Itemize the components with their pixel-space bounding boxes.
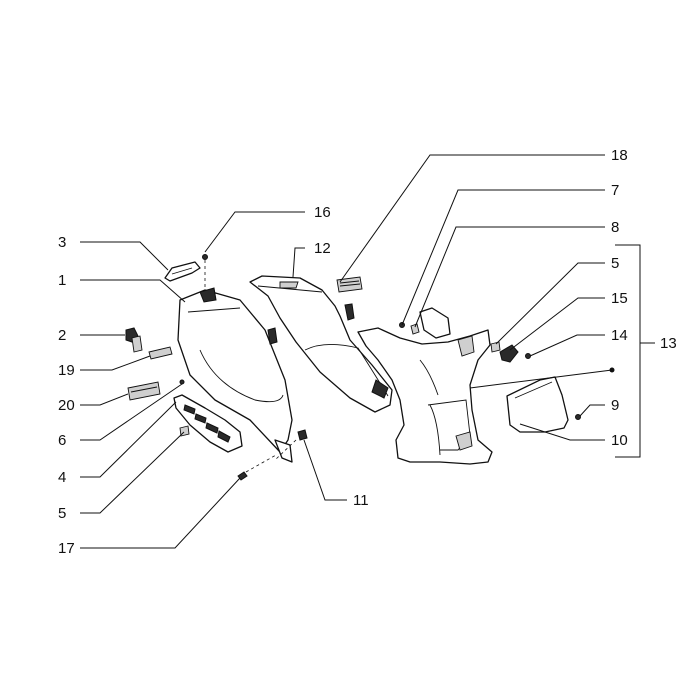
part-8-clip (410, 323, 420, 335)
callout-19: 19 (58, 362, 75, 379)
callout-4: 4 (58, 469, 66, 486)
callout-5-right: 5 (611, 255, 619, 272)
part-11-clip (274, 429, 308, 461)
callout-labels: 18 7 8 16 12 3 5 1 15 14 13 2 19 20 6 9 … (58, 147, 677, 557)
callout-14: 14 (611, 327, 628, 344)
callout-2: 2 (58, 327, 66, 344)
part-14-nut (525, 353, 531, 359)
part-20-plate (127, 381, 161, 401)
part-18-label (336, 276, 363, 293)
part-19-label (148, 346, 173, 360)
part-12-rear-inner-panel (249, 275, 393, 413)
part-5-clip-right (490, 341, 501, 353)
callout-15: 15 (611, 290, 628, 307)
callout-16: 16 (314, 204, 331, 221)
part-3-top-cover (164, 261, 201, 282)
part-4-vent-grille (173, 394, 243, 453)
callout-10: 10 (611, 432, 628, 449)
part-9-screw (575, 414, 581, 420)
part-2-latch (125, 327, 143, 353)
leader-lines (80, 154, 655, 549)
callout-12: 12 (314, 240, 331, 257)
callout-18: 18 (611, 147, 628, 164)
callout-17: 17 (58, 540, 75, 557)
callout-13: 13 (660, 335, 677, 352)
callout-9: 9 (611, 397, 619, 414)
part-16-screw (202, 254, 208, 290)
callout-3: 3 (58, 234, 66, 251)
part-1-left-side-panel (177, 287, 293, 463)
part-13-legshield-assembly (357, 307, 493, 465)
callout-5-left: 5 (58, 505, 66, 522)
callout-20: 20 (58, 397, 75, 414)
callout-8: 8 (611, 219, 619, 236)
part-17-screw (237, 454, 277, 481)
callout-7: 7 (611, 182, 619, 199)
callout-1: 1 (58, 272, 66, 289)
part-15-bracket (499, 344, 519, 363)
callout-11: 11 (353, 492, 369, 509)
callout-6: 6 (58, 432, 66, 449)
part-6-pin (179, 379, 185, 385)
part-10-inspection-cover (506, 376, 569, 433)
